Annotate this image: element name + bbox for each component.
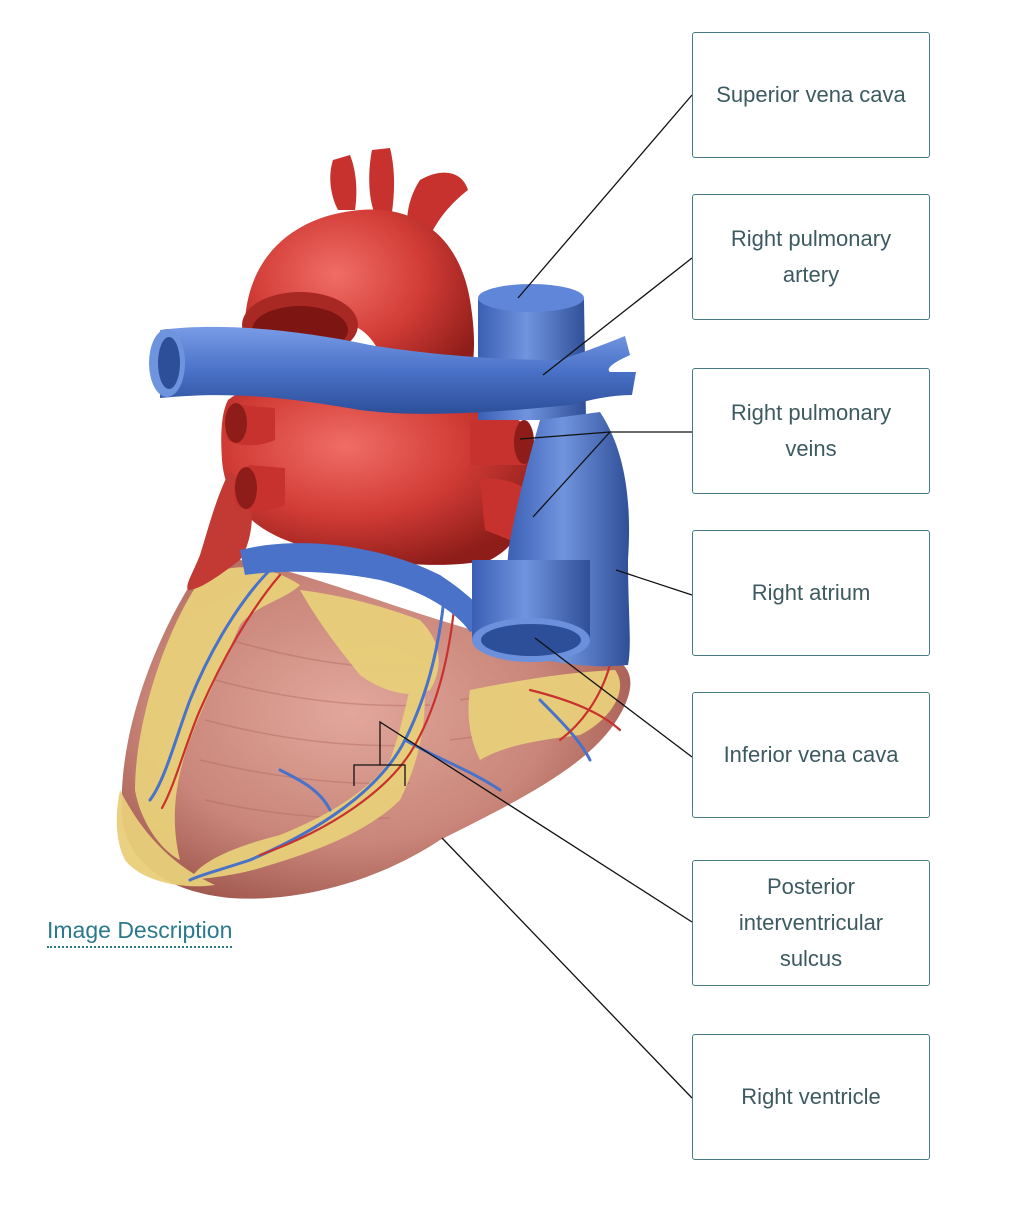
right-pulmonary-artery-vessel bbox=[160, 326, 636, 414]
label-right-ventricle-text: Right ventricle bbox=[741, 1084, 881, 1109]
leader-right-pulmonary-veins-lower bbox=[532, 431, 611, 518]
label-superior-vena-cava[interactable]: Superior vena cava bbox=[692, 32, 930, 158]
label-right-atrium-text: Right atrium bbox=[751, 580, 871, 605]
leader-superior-vena-cava bbox=[517, 94, 693, 299]
label-inferior-vena-cava[interactable]: Inferior vena cava bbox=[692, 692, 930, 818]
left-atrium bbox=[221, 382, 532, 565]
leader-lines bbox=[353, 94, 693, 1099]
label-right-pulmonary-veins[interactable]: Right pulmonary veins bbox=[692, 368, 930, 494]
leader-right-pulmonary-artery bbox=[542, 257, 693, 376]
image-description-link[interactable]: Image Description bbox=[47, 917, 233, 948]
label-right-pulmonary-artery-text: Right pulmonary artery bbox=[730, 226, 892, 287]
epicardial-fat bbox=[116, 567, 621, 887]
label-right-pulmonary-artery[interactable]: Right pulmonary artery bbox=[692, 194, 930, 320]
coronary-veins bbox=[148, 568, 592, 882]
label-posterior-interventricular-sulcus[interactable]: Posterior interventricular sulcus bbox=[692, 860, 930, 986]
label-inferior-vena-cava-text: Inferior vena cava bbox=[723, 742, 899, 767]
label-superior-vena-cava-text: Superior vena cava bbox=[716, 82, 906, 107]
bracket-sulcus bbox=[380, 764, 406, 786]
leader-inferior-vena-cava bbox=[534, 637, 693, 758]
leader-right-ventricle bbox=[441, 837, 693, 1099]
left-pulmonary-veins bbox=[225, 403, 285, 512]
label-right-ventricle[interactable]: Right ventricle bbox=[692, 1034, 930, 1160]
inferior-vena-cava-vessel bbox=[472, 560, 590, 640]
label-right-pulmonary-veins-text: Right pulmonary veins bbox=[730, 400, 892, 461]
leader-right-atrium bbox=[615, 569, 693, 596]
coronary-sinus bbox=[240, 543, 490, 632]
label-right-atrium[interactable]: Right atrium bbox=[692, 530, 930, 656]
label-posterior-interventricular-sulcus-text: Posterior interventricular sulcus bbox=[738, 874, 884, 971]
